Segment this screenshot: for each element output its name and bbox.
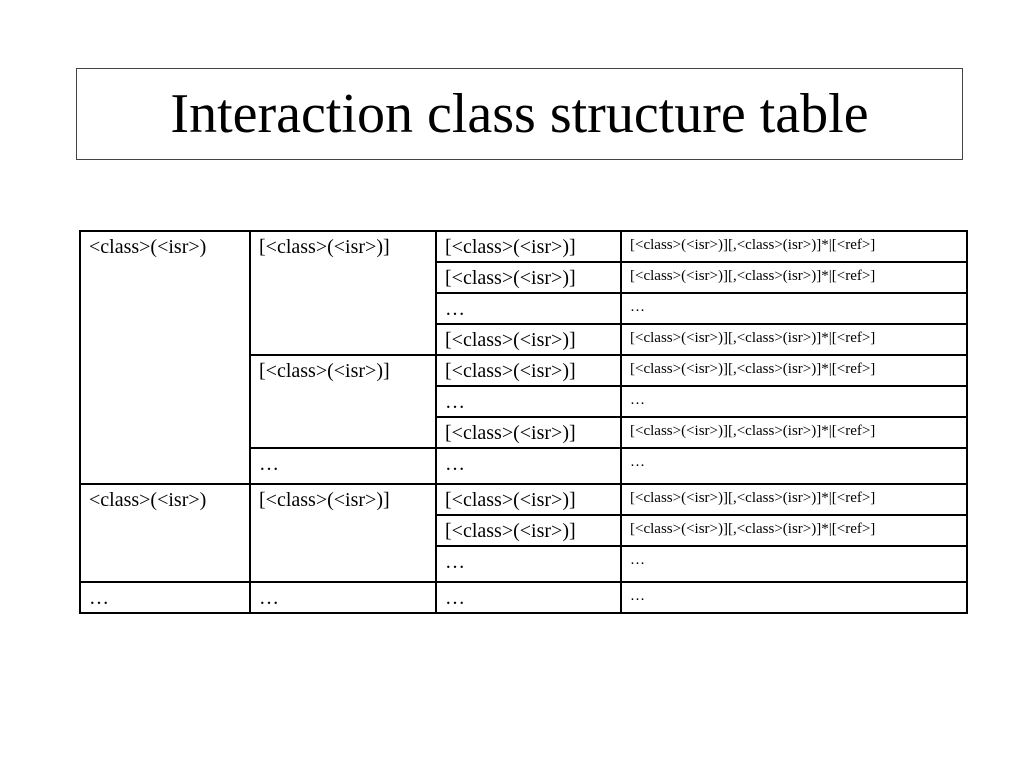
interaction-class-structure-table: <class>(<isr>) [<class>(<isr>)] [<class>… <box>79 230 968 614</box>
table-cell: … <box>249 447 437 485</box>
table-cell: [<class>(<isr>)] <box>249 354 437 449</box>
table-cell: … <box>620 292 968 325</box>
table-cell: … <box>249 581 437 614</box>
table-cell: [<class>(<isr>)][,<class>(isr>)]*|[<ref>… <box>620 230 968 263</box>
table-cell: <class>(<isr>) <box>79 483 251 583</box>
table-cell: … <box>435 581 622 614</box>
table-cell: … <box>435 447 622 485</box>
table-cell: … <box>79 581 251 614</box>
table-cell: [<class>(<isr>)] <box>435 261 622 294</box>
table-row: … … … <box>80 447 968 485</box>
table-cell: [<class>(<isr>)][,<class>(isr>)]*|[<ref>… <box>620 323 968 356</box>
table-cell: [<class>(<isr>)] <box>435 483 622 516</box>
table-cell: … <box>620 447 968 485</box>
table-row: [<class>(<isr>)] [<class>(<isr>)] [<clas… <box>80 354 968 449</box>
table-cell: [<class>(<isr>)] <box>435 416 622 449</box>
table-cell: … <box>620 385 968 418</box>
table-row: [<class>(<isr>)] [<class>(<isr>)][,<clas… <box>80 416 968 449</box>
title-box: Interaction class structure table <box>76 68 963 160</box>
table-row: … … <box>80 385 968 418</box>
table-cell: [<class>(<isr>)] <box>249 483 437 583</box>
table-cell: … <box>620 581 968 614</box>
table-cell: [<class>(<isr>)][,<class>(isr>)]*|[<ref>… <box>620 261 968 294</box>
table-cell: <class>(<isr>) <box>79 230 251 485</box>
table-cell: [<class>(<isr>)] <box>435 514 622 547</box>
table-row: [<class>(<isr>)] [<class>(<isr>)][,<clas… <box>80 514 968 547</box>
table-cell: [<class>(<isr>)] <box>435 354 622 387</box>
table-cell: [<class>(<isr>)][,<class>(isr>)]*|[<ref>… <box>620 514 968 547</box>
page-title: Interaction class structure table <box>170 83 869 145</box>
table-cell: … <box>435 545 622 583</box>
table-row: … … … … <box>79 581 968 614</box>
table-cell: … <box>435 385 622 418</box>
table-cell: [<class>(<isr>)][,<class>(isr>)]*|[<ref>… <box>620 416 968 449</box>
table-row: [<class>(<isr>)] [<class>(<isr>)][,<clas… <box>80 261 968 294</box>
table-row: … … <box>80 292 968 325</box>
table-row: … … <box>80 545 968 583</box>
table-cell: [<class>(<isr>)][,<class>(isr>)]*|[<ref>… <box>620 354 968 387</box>
table-row: <class>(<isr>) [<class>(<isr>)] [<class>… <box>79 230 968 485</box>
table-cell: … <box>435 292 622 325</box>
table-row: <class>(<isr>) [<class>(<isr>)] [<class>… <box>79 483 968 583</box>
table-cell: [<class>(<isr>)][,<class>(isr>)]*|[<ref>… <box>620 483 968 516</box>
table-cell: … <box>620 545 968 583</box>
table-cell: [<class>(<isr>)] <box>435 323 622 356</box>
table-row: [<class>(<isr>)] [<class>(<isr>)][,<clas… <box>80 323 968 356</box>
table-cell: [<class>(<isr>)] <box>249 230 437 356</box>
table-cell: [<class>(<isr>)] <box>435 230 622 263</box>
